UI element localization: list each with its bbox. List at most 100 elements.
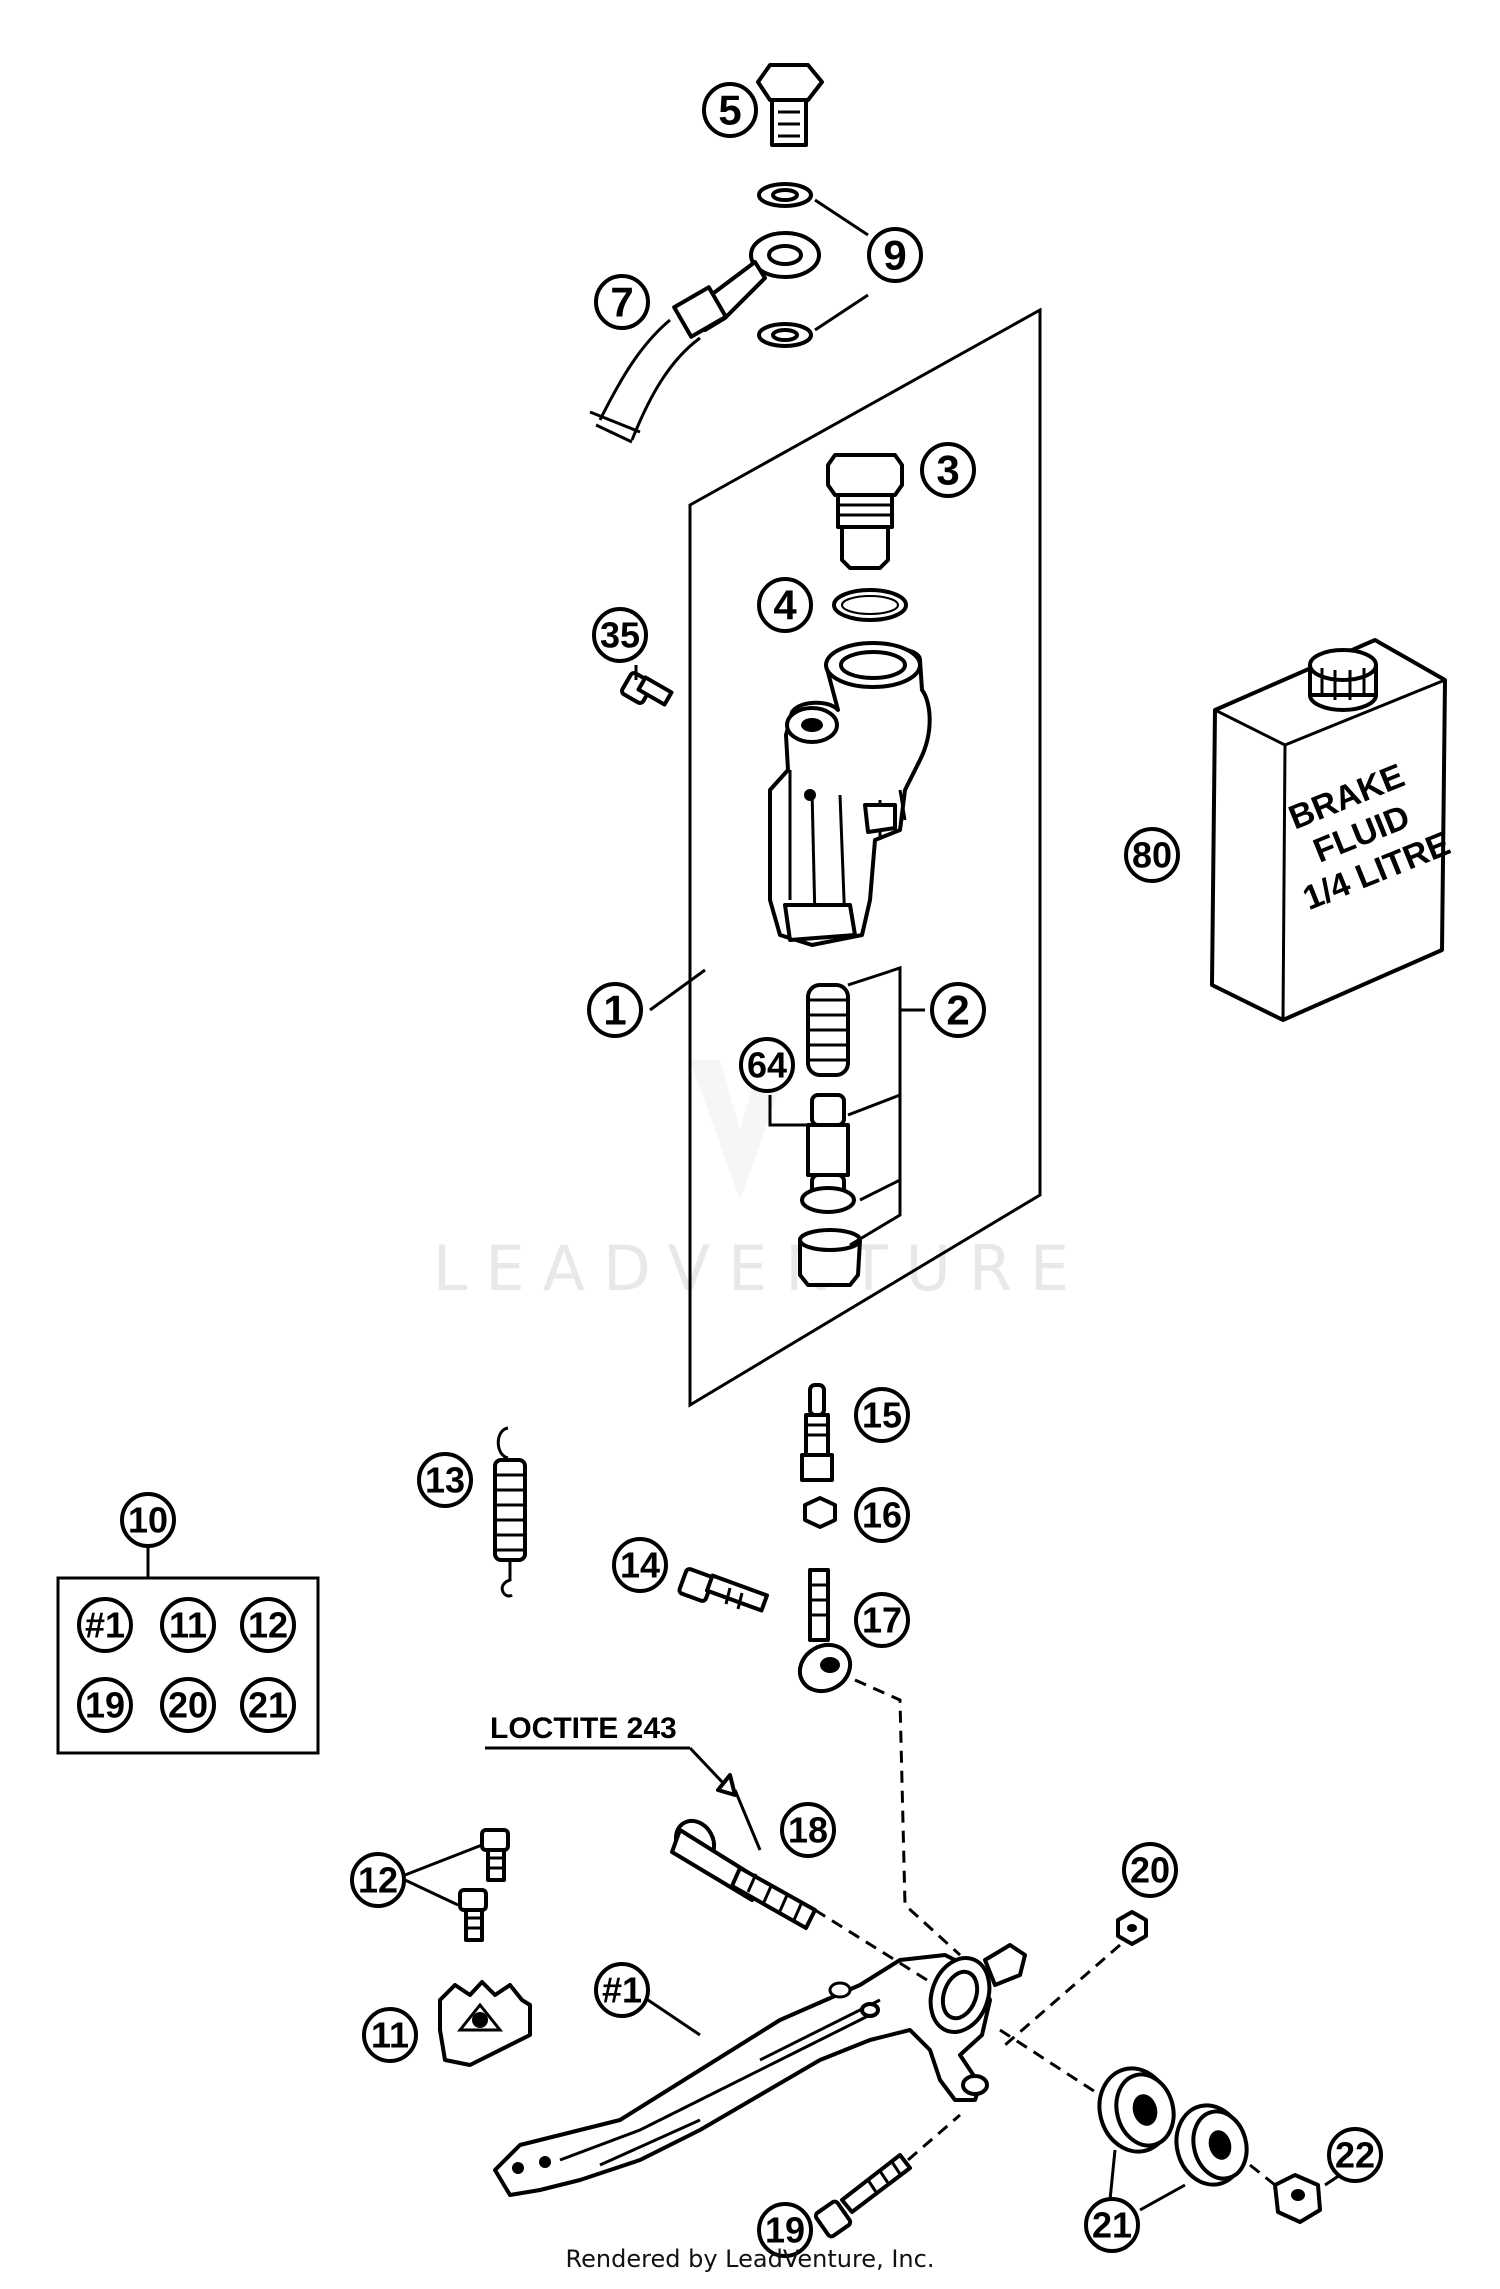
leader-12 xyxy=(404,1843,483,1907)
leader-64 xyxy=(768,1095,808,1127)
return-spring xyxy=(493,1426,527,1598)
svg-text:21: 21 xyxy=(1092,2205,1132,2246)
brake-step xyxy=(438,1980,532,2067)
watermark-logo xyxy=(690,1060,790,1200)
svg-text:80: 80 xyxy=(1132,835,1172,876)
bearing-2 xyxy=(1174,2103,1249,2187)
kit-item-1: #1 xyxy=(77,1597,133,1653)
callout-9: 9 xyxy=(867,227,923,283)
callout-2: 2 xyxy=(930,982,986,1038)
svg-text:19: 19 xyxy=(85,1685,125,1726)
callout-17: 17 xyxy=(854,1592,910,1648)
svg-text:9: 9 xyxy=(883,232,906,279)
svg-text:7: 7 xyxy=(610,279,633,326)
dash-22 xyxy=(1249,2163,1276,2187)
svg-text:11: 11 xyxy=(169,1605,207,1646)
svg-text:#1: #1 xyxy=(602,1970,642,2011)
small-screw xyxy=(620,671,674,707)
svg-text:22: 22 xyxy=(1335,2135,1375,2176)
leader-pedal xyxy=(647,1998,701,2037)
svg-text:18: 18 xyxy=(788,1810,828,1851)
pedal-stop-bolt xyxy=(813,2153,912,2239)
reservoir-fitting xyxy=(826,453,904,570)
svg-text:2: 2 xyxy=(946,987,969,1034)
svg-text:35: 35 xyxy=(600,615,640,656)
dash-17 xyxy=(854,1678,962,1957)
svg-text:14: 14 xyxy=(620,1545,660,1586)
washer-top-hole xyxy=(771,188,799,202)
svg-text:17: 17 xyxy=(862,1600,902,1641)
master-cylinder-body xyxy=(768,641,932,947)
loctite-note: LOCTITE 243 xyxy=(490,1712,677,1745)
callout-80: 80 xyxy=(1124,827,1180,883)
svg-text:16: 16 xyxy=(862,1495,902,1536)
o-ring-inner xyxy=(841,595,899,615)
callout-3: 3 xyxy=(920,442,976,498)
flange-nut xyxy=(1116,1910,1148,1946)
leader-1 xyxy=(649,968,706,1012)
brake-pedal xyxy=(493,1943,1027,2197)
callout-7: 7 xyxy=(594,274,650,330)
callout-35: 35 xyxy=(592,607,648,663)
svg-text:64: 64 xyxy=(747,1045,787,1086)
render-credit: Rendered by LeadVenture, Inc. xyxy=(565,2245,935,2273)
kit-item-21: 21 xyxy=(240,1677,296,1733)
watermark-text: LEADVENTURE xyxy=(433,1232,1087,1305)
kit-item-12: 12 xyxy=(240,1597,296,1653)
callout-14: 14 xyxy=(612,1537,668,1593)
kit-item-20: 20 xyxy=(160,1677,216,1733)
push-rod-clevis xyxy=(797,1568,853,1694)
leader-18 xyxy=(733,1789,762,1851)
callout-11: 11 xyxy=(362,2007,418,2063)
callout-15: 15 xyxy=(854,1387,910,1443)
callout-13: 13 xyxy=(417,1452,473,1508)
callout-20: 20 xyxy=(1122,1842,1178,1898)
svg-text:20: 20 xyxy=(168,1685,208,1726)
dash-19 xyxy=(907,2113,961,2162)
callout-pedal: #1 xyxy=(594,1962,650,2018)
kit-item-11: 11 xyxy=(160,1597,216,1653)
callout-21: 21 xyxy=(1084,2197,1140,2253)
svg-text:1: 1 xyxy=(603,987,626,1034)
washer-bottom-hole xyxy=(771,328,799,342)
callout-4: 4 xyxy=(757,577,813,633)
dash-18 xyxy=(814,1908,936,1987)
callout-19: 19 xyxy=(757,2202,813,2258)
lock-nut xyxy=(1273,2173,1322,2224)
kit-item-19: 19 xyxy=(77,1677,133,1733)
svg-text:13: 13 xyxy=(425,1460,465,1501)
loctite-drop xyxy=(716,1773,737,1797)
bleeder-screw xyxy=(800,1383,834,1482)
assembly-outline xyxy=(688,307,1042,1408)
svg-text:11: 11 xyxy=(371,2015,409,2056)
leader-9 xyxy=(814,198,869,332)
step-screws xyxy=(458,1828,510,1942)
leader-2-bracket xyxy=(847,965,902,1247)
pivot-bolt xyxy=(677,1567,769,1613)
callout-10: 10 xyxy=(120,1492,176,1548)
svg-text:20: 20 xyxy=(1130,1850,1170,1891)
dash-21 xyxy=(999,2028,1101,2097)
pedal-pivot-bolt xyxy=(670,1818,817,1930)
dash-20 xyxy=(1004,1943,1121,2047)
callout-12: 12 xyxy=(350,1852,406,1908)
leader-21 xyxy=(1108,2149,1186,2212)
svg-text:21: 21 xyxy=(248,1685,288,1726)
svg-text:4: 4 xyxy=(773,582,797,629)
hex-nut xyxy=(803,1496,837,1529)
svg-text:12: 12 xyxy=(248,1605,288,1646)
callout-5: 5 xyxy=(702,82,758,138)
callout-1: 1 xyxy=(587,982,643,1038)
callout-16: 16 xyxy=(854,1487,910,1543)
svg-text:#1: #1 xyxy=(85,1605,125,1646)
svg-text:19: 19 xyxy=(765,2210,805,2251)
banjo-bolt xyxy=(756,63,824,147)
brake-hose xyxy=(589,231,821,444)
svg-text:10: 10 xyxy=(128,1500,168,1541)
loctite-leader xyxy=(688,1746,727,1787)
callout-18: 18 xyxy=(780,1802,836,1858)
bearing-1 xyxy=(1097,2066,1176,2154)
callout-64: 64 xyxy=(739,1037,795,1093)
svg-text:12: 12 xyxy=(358,1860,398,1901)
